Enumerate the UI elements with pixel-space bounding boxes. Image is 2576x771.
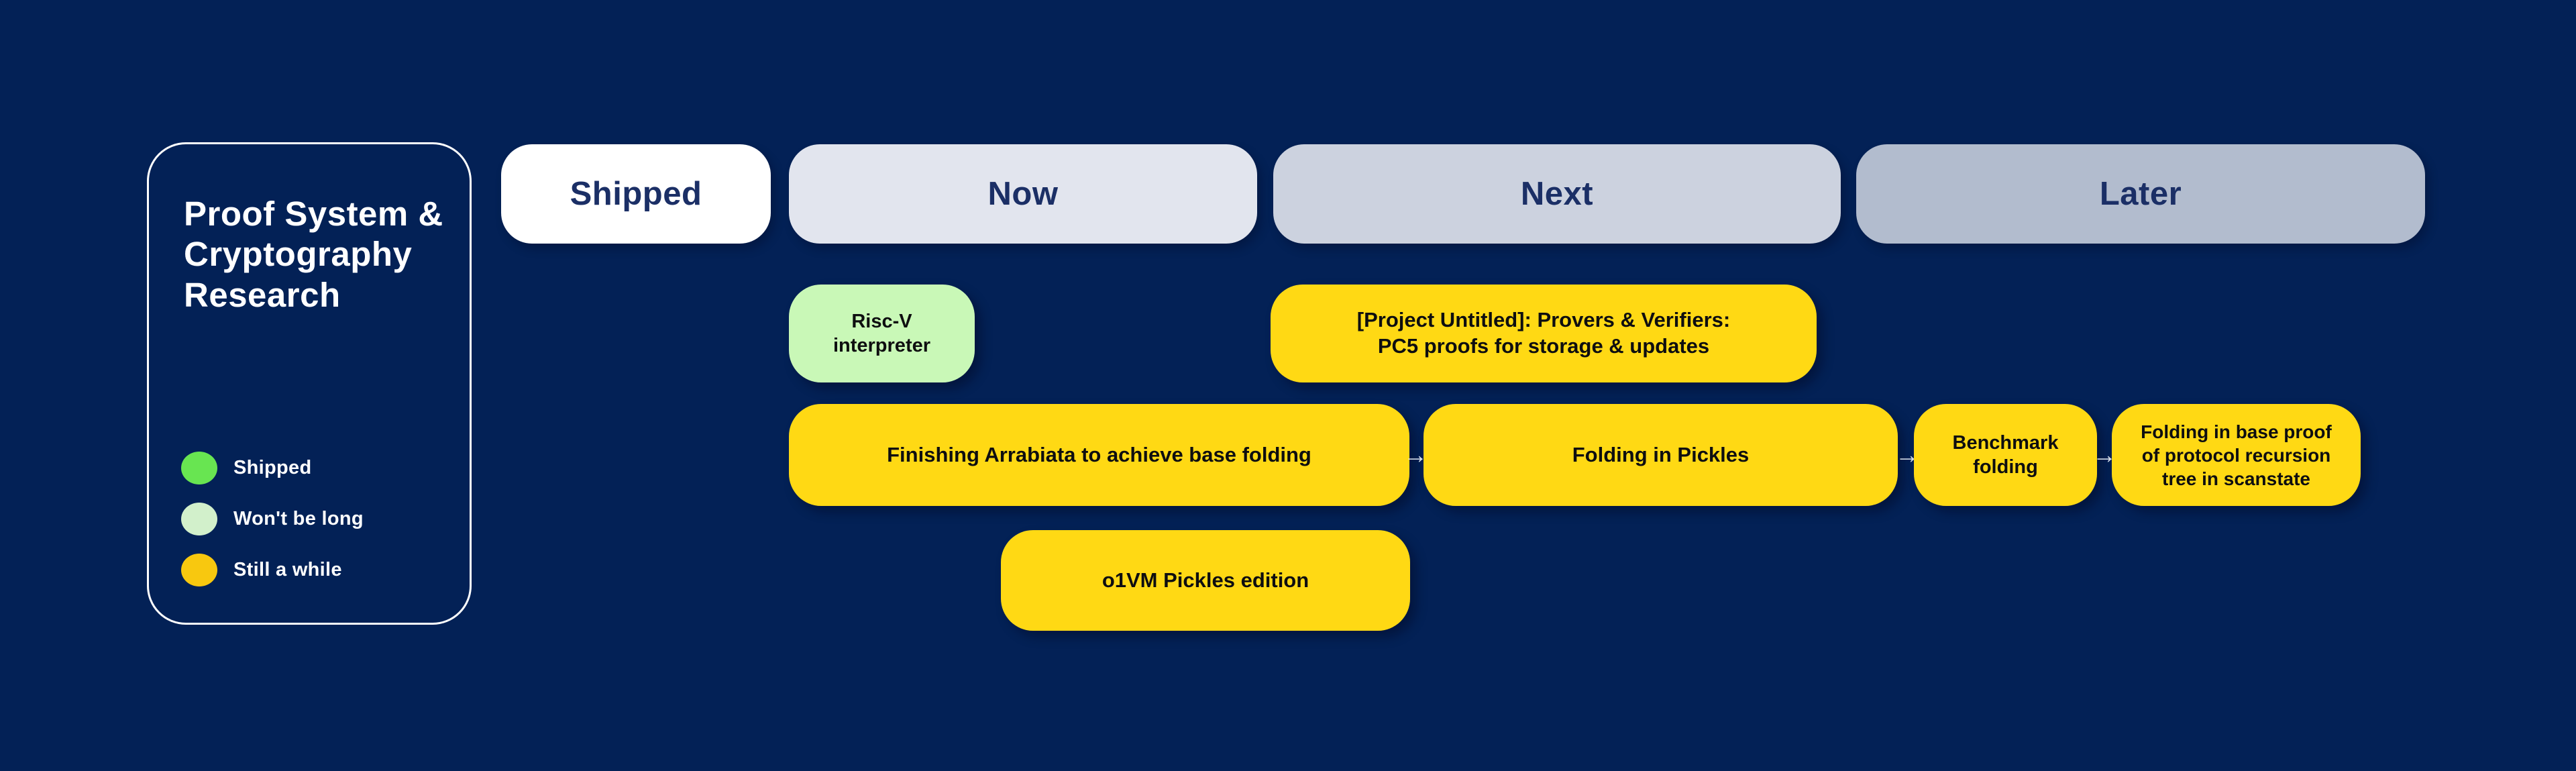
legend-dot-shipped-icon xyxy=(181,452,217,484)
legend-item-shipped: Shipped xyxy=(181,452,364,484)
legend-label-wont-be-long: Won't be long xyxy=(233,508,364,529)
card-folding-in-pickles[interactable]: Folding in Pickles xyxy=(1424,404,1898,506)
page-title: Proof System & Cryptography Research xyxy=(184,195,443,314)
card-project-untitled-provers-verifiers[interactable]: [Project Untitled]: Provers & Verifiers:… xyxy=(1271,285,1817,382)
legend-label-still-a-while: Still a while xyxy=(233,559,342,580)
card-finishing-arrabiata[interactable]: Finishing Arrabiata to achieve base fold… xyxy=(789,404,1409,506)
card-benchmark-folding[interactable]: Benchmark folding xyxy=(1914,404,2097,506)
arrow-right-icon: → xyxy=(1403,441,1428,468)
legend-dot-still-a-while-icon xyxy=(181,554,217,586)
legend-dot-wont-be-long-icon xyxy=(181,503,217,535)
legend-label-shipped: Shipped xyxy=(233,457,312,478)
legend-item-still-a-while: Still a while xyxy=(181,554,364,586)
column-header-next: Next xyxy=(1273,144,1841,244)
column-header-now: Now xyxy=(789,144,1257,244)
column-header-shipped: Shipped xyxy=(501,144,771,244)
legend-item-wont-be-long: Won't be long xyxy=(181,503,364,535)
card-o1vm-pickles-edition[interactable]: o1VM Pickles edition xyxy=(1001,530,1410,631)
card-folding-base-proof-scanstate[interactable]: Folding in base proof of protocol recurs… xyxy=(2112,404,2361,506)
card-risc-v-interpreter[interactable]: Risc-V interpreter xyxy=(789,285,975,382)
legend: Shipped Won't be long Still a while xyxy=(181,452,364,586)
info-panel: Proof System & Cryptography Research Shi… xyxy=(147,142,472,625)
column-header-later: Later xyxy=(1856,144,2425,244)
